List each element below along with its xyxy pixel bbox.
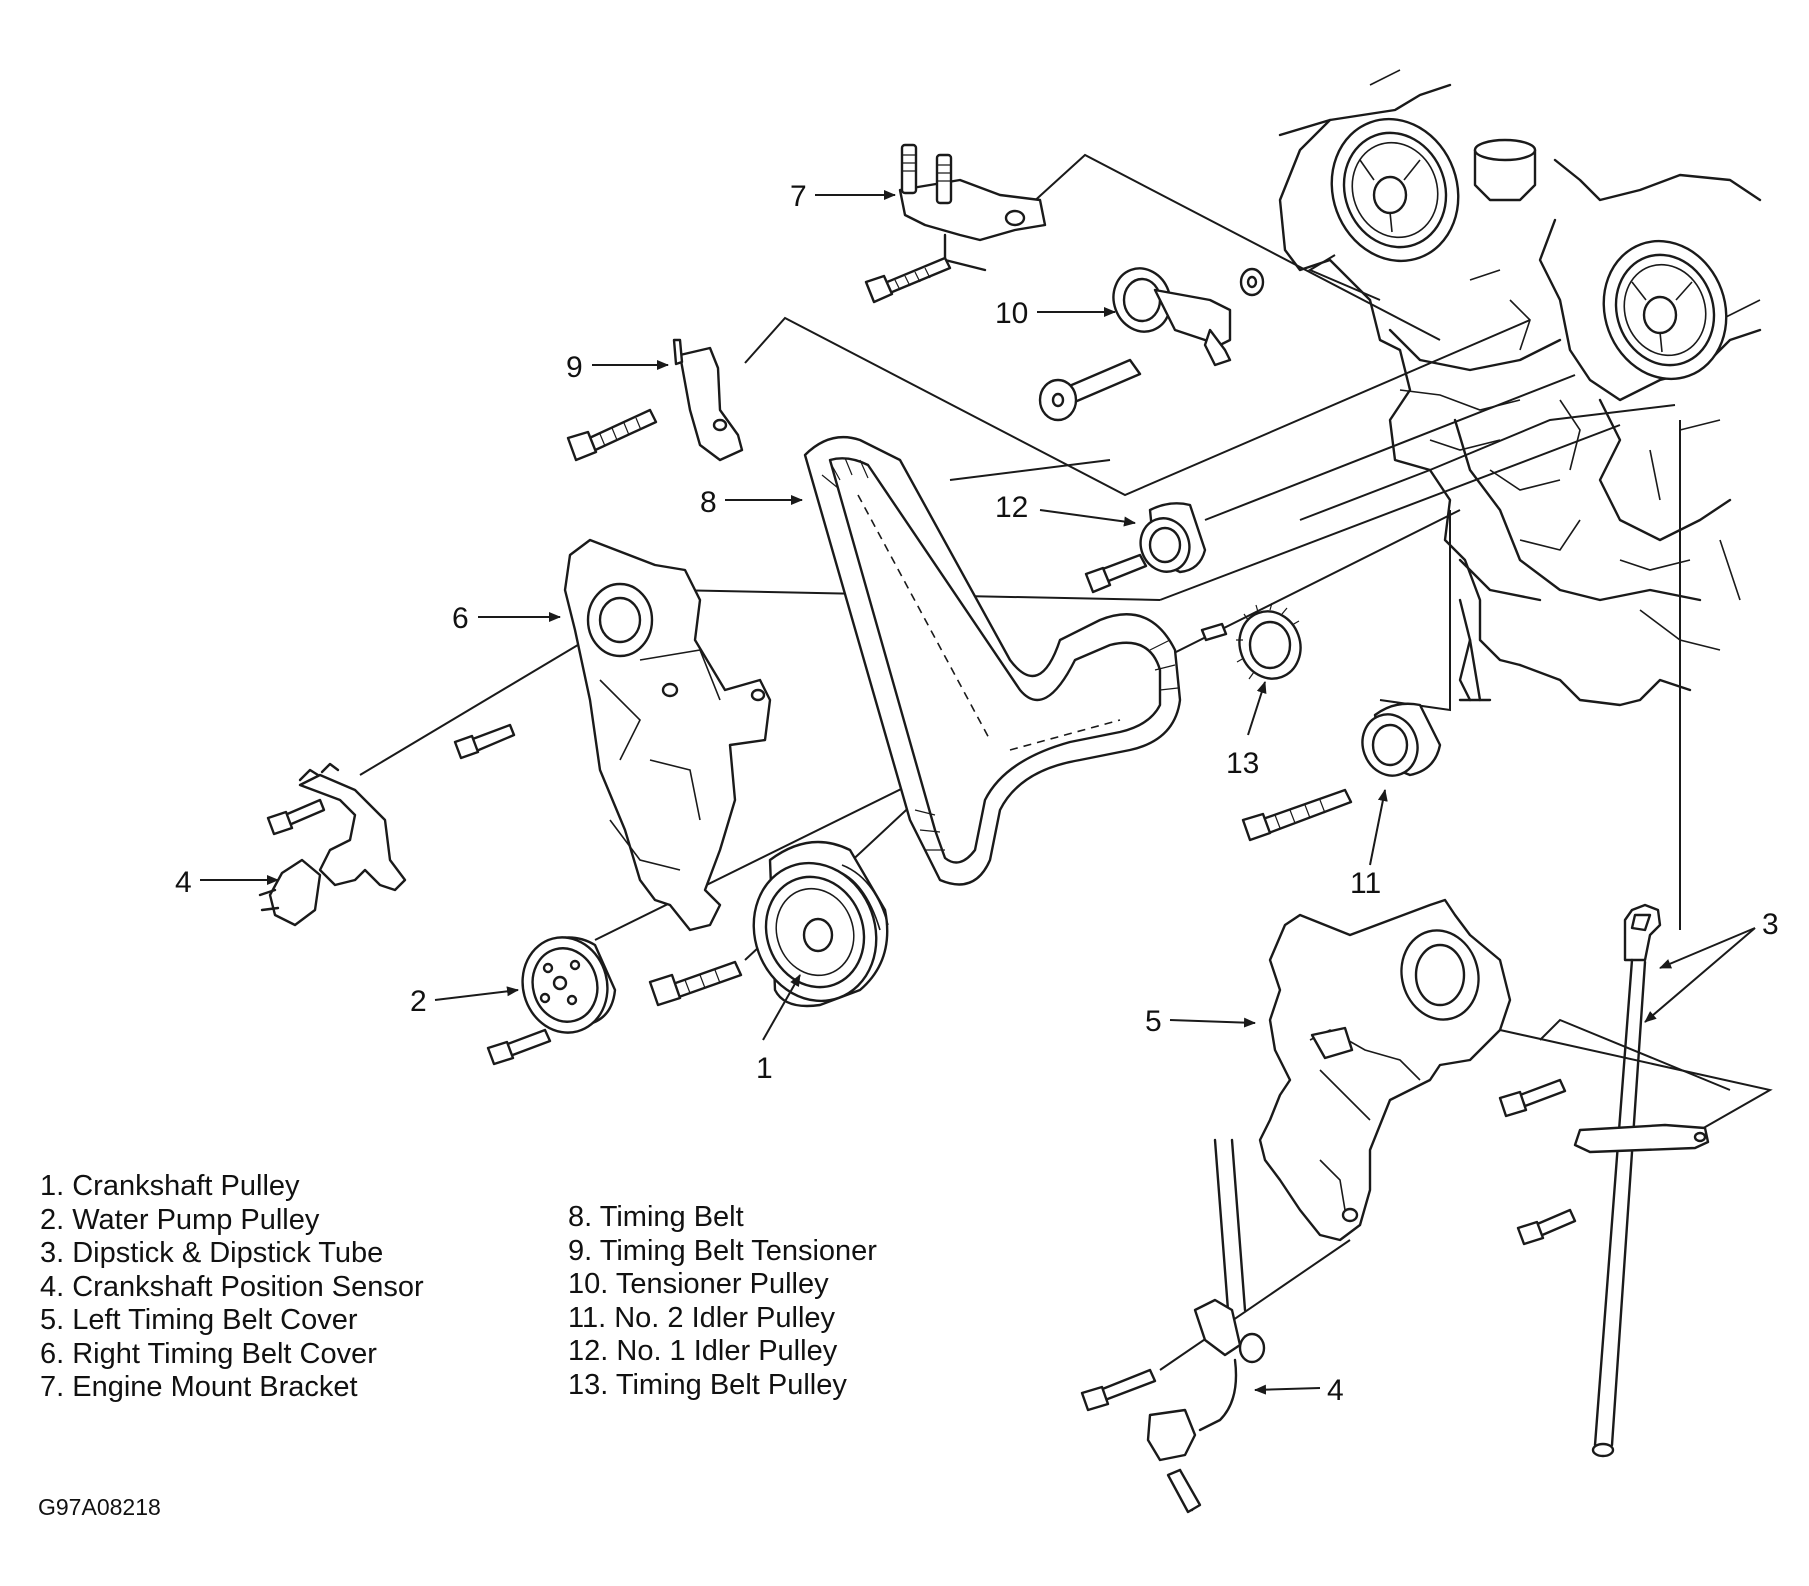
- callout-12: 12: [995, 491, 1028, 524]
- legend-item: 4. Crankshaft Position Sensor: [40, 1270, 424, 1303]
- tensioner-pulley: [1038, 267, 1265, 422]
- legend-item: 5. Left Timing Belt Cover: [40, 1304, 358, 1336]
- callout-3: 3: [1762, 908, 1779, 941]
- timing-belt-pulley: [1200, 602, 1302, 680]
- no1-idler-pulley: [1084, 502, 1207, 594]
- callout-10: 10: [995, 297, 1028, 330]
- legend-item: 13. Timing Belt Pulley: [568, 1368, 847, 1401]
- legend-item: 3. Dipstick & Dipstick Tube: [40, 1237, 384, 1269]
- callout-6: 6: [452, 602, 469, 635]
- engine-mount-bracket: [864, 143, 1047, 304]
- callout-4-left: 4: [175, 866, 192, 899]
- legend-item: 6. Right Timing Belt Cover: [40, 1337, 377, 1370]
- arrow-5: [1169, 1017, 1256, 1028]
- legend-item: 10. Tensioner Pulley: [568, 1268, 829, 1300]
- legend-item: 12. No. 1 Idler Pulley: [568, 1335, 838, 1367]
- crankshaft-pulley: [648, 840, 889, 1008]
- arrow-11: [1369, 789, 1388, 866]
- legend-item: 1. Crankshaft Pulley: [40, 1170, 300, 1202]
- water-pump-pulley: [486, 936, 617, 1066]
- legend-item: 2. Water Pump Pulley: [40, 1203, 320, 1236]
- callout-7: 7: [790, 180, 807, 213]
- crankshaft-position-sensor-left: [258, 762, 407, 927]
- legend-item: 11. No. 2 Idler Pulley: [568, 1301, 836, 1334]
- callout-13: 13: [1226, 747, 1259, 780]
- timing-belt-tensioner: [566, 338, 744, 462]
- callout-1: 1: [756, 1052, 773, 1085]
- callout-labels: 7 10 9 8 12 6 13 11 4 3 2 5 1 4: [175, 180, 1779, 1407]
- timing-belt: [803, 435, 1182, 886]
- callout-5: 5: [1145, 1005, 1162, 1038]
- crankshaft-position-sensor-right: [1080, 1138, 1266, 1514]
- legend-item: 9. Timing Belt Tensioner: [568, 1234, 877, 1267]
- arrow-3b: [1644, 927, 1756, 1023]
- arrow-1: [762, 974, 801, 1041]
- no2-idler-pulley: [1241, 702, 1442, 842]
- legend-item: 7. Engine Mount Bracket: [40, 1371, 358, 1403]
- callout-4-right: 4: [1327, 1374, 1344, 1407]
- right-timing-belt-cover: [453, 538, 772, 932]
- dipstick-and-tube: [1516, 903, 1710, 1458]
- left-timing-belt-cover: [1258, 898, 1567, 1242]
- arrow-3a: [1659, 927, 1756, 969]
- arrow-12: [1039, 509, 1136, 527]
- callout-11: 11: [1350, 867, 1381, 900]
- engine-block: [1278, 69, 1762, 707]
- callout-2: 2: [410, 985, 427, 1018]
- arrow-13: [1247, 681, 1267, 736]
- legend-right-column: 8. Timing Belt 9. Timing Belt Tensioner …: [568, 1201, 877, 1402]
- arrow-4-right: [1254, 1384, 1321, 1395]
- callout-arrows: [200, 190, 1756, 1395]
- callout-9: 9: [566, 351, 583, 384]
- legend-item: 8. Timing Belt: [568, 1201, 744, 1233]
- figure-id: G97A08218: [38, 1494, 161, 1520]
- arrow-2: [434, 986, 519, 1001]
- legend-left-column: 1. Crankshaft Pulley 2. Water Pump Pulle…: [40, 1170, 424, 1405]
- callout-8: 8: [700, 486, 717, 519]
